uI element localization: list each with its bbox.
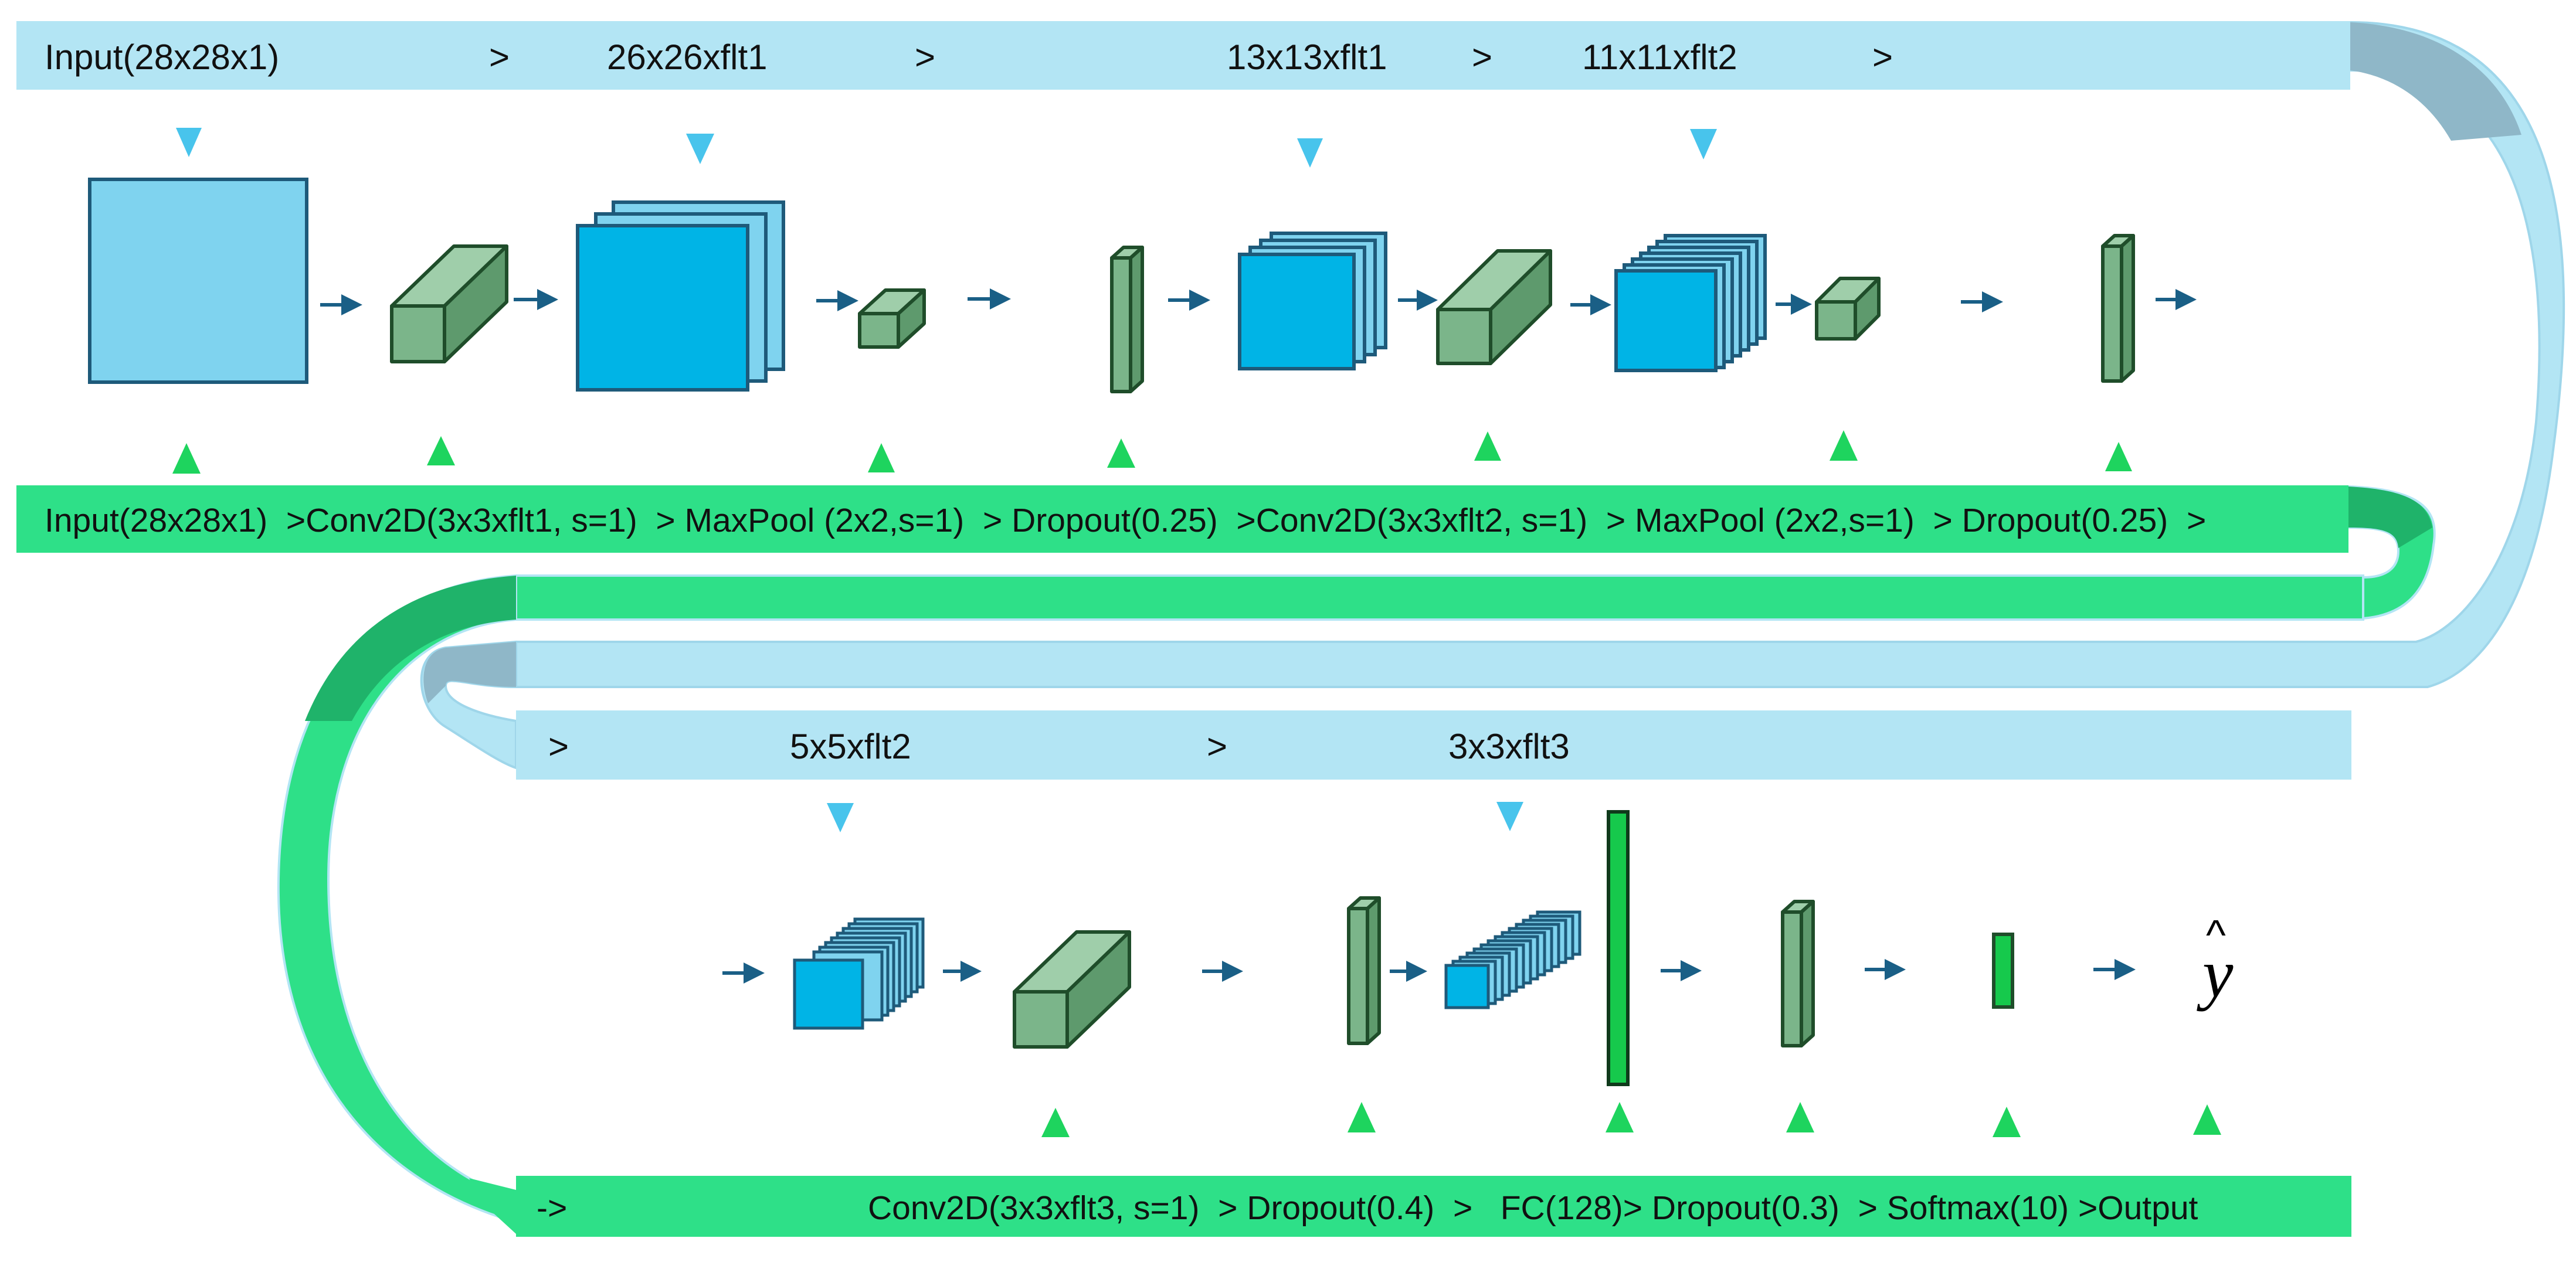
output-hat: ^ (2206, 912, 2226, 959)
up-marker (2105, 442, 2132, 471)
up-marker (1830, 430, 1858, 461)
bottom-layer-band (516, 1176, 2351, 1237)
layer-flow-ribbon-tip (469, 1178, 516, 1234)
up-marker (1993, 1107, 2021, 1137)
shape-label-input: Input(28x28x1) (45, 38, 279, 77)
up-marker (1606, 1102, 1634, 1132)
dropout2-bar (2101, 234, 2135, 383)
up-marker (2193, 1104, 2221, 1135)
maxpool1-block (858, 288, 926, 349)
conv1-block (390, 244, 508, 363)
down-markers-bottom (827, 802, 1523, 832)
layer-sequence-start: -> (537, 1189, 567, 1227)
top-shape-band (16, 21, 2350, 90)
up-markers-bottom (1041, 1102, 2221, 1137)
down-marker (686, 134, 714, 164)
down-markers-top (176, 128, 1717, 168)
pool1-feature-maps (1238, 232, 1387, 370)
shape-separator: > (489, 38, 510, 77)
down-marker (1496, 802, 1523, 831)
flow-arrows-bottom (722, 959, 2136, 984)
shape-flow-ribbon (515, 21, 2565, 688)
fc128-layer (1607, 810, 1630, 1086)
conv3-feature-maps (1444, 910, 1581, 1009)
conv3-block (1013, 930, 1131, 1049)
layer-flow-ribbon-shade (2348, 487, 2432, 548)
shape-flow-ribbon-lower-shade (423, 642, 516, 703)
down-marker (827, 803, 854, 832)
conv2-block (1436, 249, 1552, 365)
top-layer-band (16, 485, 2348, 553)
softmax-layer (1992, 933, 2014, 1009)
dropout3-bar (1347, 896, 1381, 1045)
down-marker (1297, 138, 1323, 168)
up-marker (868, 443, 895, 472)
shape-separator: > (1472, 38, 1492, 77)
shape-separator: > (1207, 727, 1227, 766)
down-marker (176, 128, 202, 157)
up-marker (1348, 1102, 1376, 1132)
up-marker (1474, 431, 1501, 461)
pool2-feature-maps (793, 917, 925, 1030)
shape-flow-ribbon-shade (2350, 22, 2521, 141)
input-image (88, 178, 308, 384)
flow-arrows-top (320, 288, 2197, 315)
layer-flow-ribbon-bar (515, 574, 2364, 621)
dropout4-bar (1781, 900, 1815, 1047)
output-y: y (2197, 935, 2234, 1012)
up-marker (1107, 438, 1135, 468)
shape-label-conv1-output: 26x26xflt1 (607, 38, 768, 77)
layer-sequence-top: Input(28x28x1) >Conv2D(3x3xflt1, s=1) > … (45, 502, 2206, 539)
down-marker (1690, 129, 1717, 159)
shape-label-pool1-output: 13x13xflt1 (1227, 38, 1387, 77)
up-markers-top (172, 430, 2132, 474)
shape-label-conv2-output: 11x11xflt2 (1582, 38, 1737, 77)
maxpool2-block (1815, 277, 1881, 341)
dropout1-bar (1110, 246, 1144, 393)
shape-separator: > (915, 38, 935, 77)
shape-label-conv3-output: 3x3xflt3 (1448, 727, 1570, 766)
shape-label-pool2-output: 5x5xflt2 (790, 727, 911, 766)
shape-separator: > (1872, 38, 1893, 77)
up-marker (172, 443, 201, 474)
bottom-shape-band (516, 710, 2351, 780)
shape-separator: > (548, 727, 569, 766)
up-marker (1786, 1102, 1814, 1132)
up-marker (427, 436, 455, 465)
up-marker (1041, 1108, 1070, 1137)
layer-sequence-bottom: Conv2D(3x3xflt3, s=1) > Dropout(0.4) > F… (868, 1189, 2198, 1227)
conv1-feature-maps (576, 200, 785, 392)
layer-flow-ribbon-down-shade (305, 576, 516, 721)
conv2-feature-maps (1614, 234, 1767, 372)
